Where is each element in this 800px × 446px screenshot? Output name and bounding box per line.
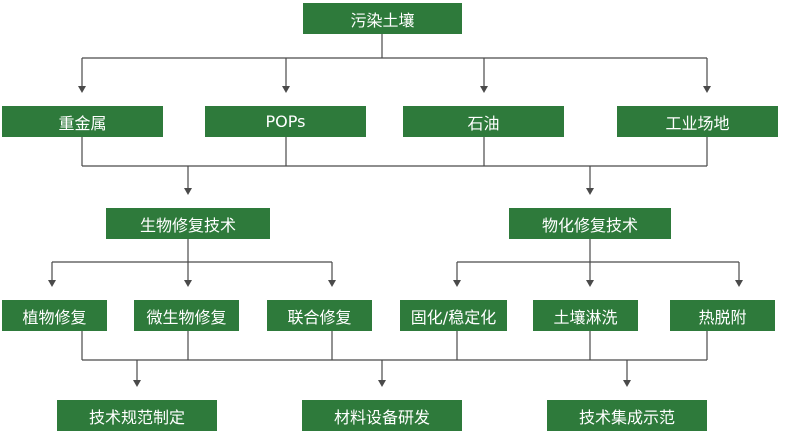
node-phytoremediation: 植物修复 bbox=[2, 300, 107, 331]
node-materials-equipment-rd: 材料设备研发 bbox=[302, 400, 462, 431]
node-technical-standards: 技术规范制定 bbox=[57, 400, 217, 431]
arrowhead bbox=[133, 380, 141, 387]
arrowhead bbox=[78, 86, 86, 93]
arrowhead bbox=[586, 188, 594, 195]
arrowhead bbox=[480, 86, 488, 93]
arrowhead bbox=[184, 280, 192, 287]
arrowhead bbox=[48, 280, 56, 287]
node-pops: POPs bbox=[205, 106, 366, 137]
node-integration-demonstration: 技术集成示范 bbox=[547, 400, 707, 431]
arrowhead bbox=[735, 280, 743, 287]
node-microbial-remediation: 微生物修复 bbox=[134, 300, 239, 331]
node-contaminated-soil: 污染土壤 bbox=[303, 3, 462, 34]
arrowhead bbox=[703, 86, 711, 93]
arrowhead bbox=[453, 280, 461, 287]
node-heavy-metals: 重金属 bbox=[2, 106, 163, 137]
node-thermal-desorption: 热脱附 bbox=[670, 300, 775, 331]
node-industrial-site: 工业场地 bbox=[617, 106, 778, 137]
node-bioremediation: 生物修复技术 bbox=[106, 208, 270, 239]
arrowhead bbox=[378, 380, 386, 387]
arrowhead bbox=[623, 380, 631, 387]
arrowhead bbox=[282, 86, 290, 93]
node-soil-washing: 土壤淋洗 bbox=[533, 300, 638, 331]
node-physicochemical-remediation: 物化修复技术 bbox=[509, 208, 671, 239]
node-solidification-stabilization: 固化/稳定化 bbox=[400, 300, 507, 331]
arrowhead bbox=[328, 280, 336, 287]
node-combined-remediation: 联合修复 bbox=[267, 300, 372, 331]
arrowhead bbox=[586, 280, 594, 287]
node-petroleum: 石油 bbox=[403, 106, 564, 137]
arrowhead bbox=[184, 188, 192, 195]
